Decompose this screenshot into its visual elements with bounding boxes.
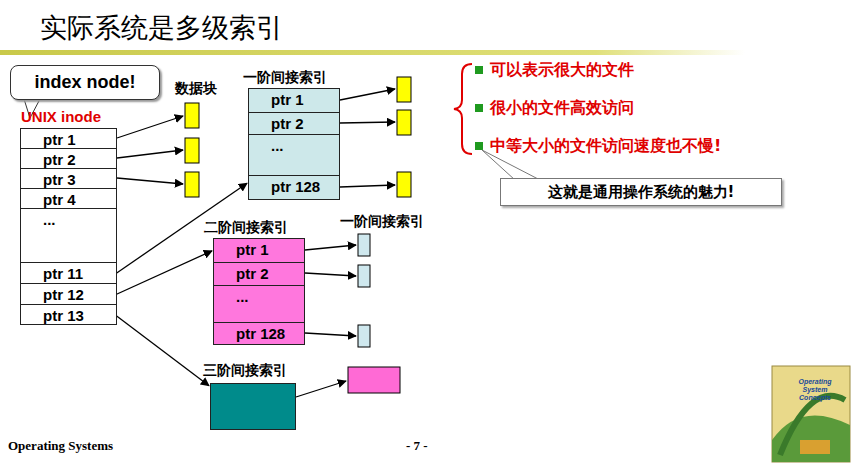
pointer-connector bbox=[116, 316, 209, 386]
pointer-cell: ptr 2 bbox=[249, 113, 339, 135]
pointer-cell: ptr 1 bbox=[249, 89, 339, 113]
table-heading: 三阶间接索引 bbox=[203, 362, 287, 380]
pointer-cell: ... bbox=[214, 286, 304, 323]
bullet-text: 可以表示很大的文件 bbox=[490, 60, 634, 81]
callout-box: 这就是通用操作系统的魅力! bbox=[500, 178, 782, 206]
pointer-cell: ptr 13 bbox=[21, 305, 116, 326]
index-label: 一阶间接索引 bbox=[340, 213, 424, 231]
pointer-label: ... bbox=[271, 137, 284, 154]
curly-brace bbox=[454, 64, 472, 154]
index-block bbox=[358, 234, 370, 347]
index-table: 二阶间接索引ptr 1ptr 2...ptr 128 bbox=[213, 238, 305, 345]
pointer-cell: ptr 2 bbox=[21, 149, 116, 169]
index-block bbox=[348, 367, 400, 393]
pointer-label: ptr 128 bbox=[236, 325, 285, 342]
slide-title: 实际系统是多级索引 bbox=[40, 10, 283, 46]
page-number: - 7 - bbox=[406, 438, 428, 454]
pointer-cell: ptr 12 bbox=[21, 284, 116, 305]
pointer-label: ... bbox=[236, 288, 249, 305]
pointer-arrow bbox=[117, 89, 395, 397]
pointer-cell: ptr 3 bbox=[21, 169, 116, 189]
pointer-label: ptr 1 bbox=[271, 91, 304, 108]
pointer-label: ptr 2 bbox=[271, 115, 304, 132]
bullet-square bbox=[475, 66, 483, 150]
pointer-label: ptr 3 bbox=[43, 171, 76, 188]
callout-text: index node! bbox=[34, 72, 135, 92]
pointer-cell: ptr 11 bbox=[21, 263, 116, 284]
book-title: Operating System Concepts bbox=[790, 378, 840, 402]
footer-text: Operating Systems bbox=[8, 438, 113, 454]
callout-box: index node! bbox=[10, 65, 160, 100]
pointer-cell: ... bbox=[249, 135, 339, 176]
bullet-text: 很小的文件高效访问 bbox=[490, 98, 634, 119]
pointer-cell: ptr 4 bbox=[21, 189, 116, 209]
pointer-label: ptr 1 bbox=[43, 131, 76, 148]
pointer-cell: ptr 128 bbox=[214, 323, 304, 346]
bullet-text: 中等大小的文件访问速度也不慢! bbox=[490, 136, 721, 157]
pointer-label: ptr 1 bbox=[236, 241, 269, 258]
pointer-cell: ... bbox=[21, 209, 116, 263]
pointer-connector bbox=[116, 251, 212, 295]
index-table: 三阶间接索引 bbox=[210, 383, 296, 430]
table-heading: 二阶间接索引 bbox=[204, 219, 288, 237]
pointer-cell: ptr 128 bbox=[249, 176, 339, 201]
pointer-label: ptr 12 bbox=[43, 286, 84, 303]
title-underline bbox=[0, 50, 745, 55]
pointer-label: ptr 4 bbox=[43, 191, 76, 208]
pointer-label: ptr 2 bbox=[43, 151, 76, 168]
callout-text: 这就是通用操作系统的魅力! bbox=[548, 183, 735, 201]
index-table: UNIX inodeptr 1ptr 2ptr 3ptr 4...ptr 11p… bbox=[20, 128, 117, 325]
table-heading: 一阶间接索引 bbox=[243, 69, 327, 87]
pointer-cell: ptr 1 bbox=[21, 129, 116, 149]
pointer-label: ... bbox=[43, 211, 56, 228]
pointer-cell: ptr 2 bbox=[214, 263, 304, 286]
book-cover bbox=[772, 366, 850, 462]
index-table: 一阶间接索引ptr 1ptr 2...ptr 128 bbox=[248, 88, 340, 200]
pointer-label: ptr 11 bbox=[43, 265, 83, 282]
table-heading: UNIX inode bbox=[21, 108, 101, 125]
pointer-cell: ptr 1 bbox=[214, 239, 304, 263]
pointer-label: ptr 2 bbox=[236, 265, 269, 282]
data-block-label: 数据块 bbox=[175, 80, 217, 98]
pointer-label: ptr 128 bbox=[271, 178, 320, 195]
pointer-label: ptr 13 bbox=[43, 307, 84, 324]
